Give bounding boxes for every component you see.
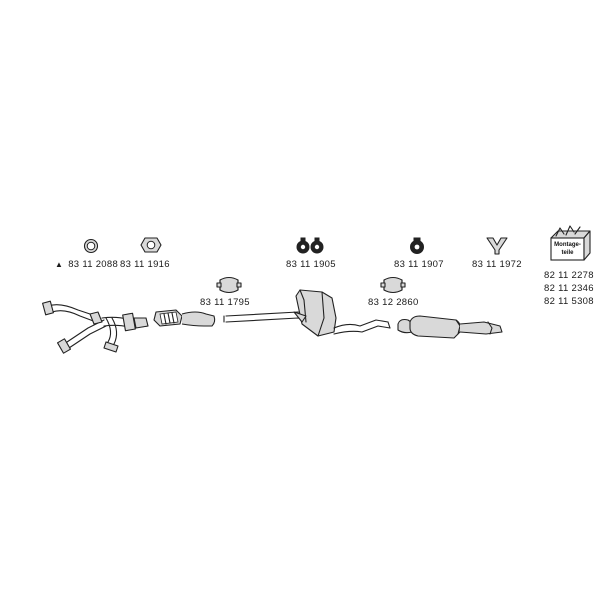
clamp-front-part-number: 83 11 1795: [200, 297, 250, 308]
hanger-single-part-number: 83 11 1907: [394, 259, 444, 270]
clamp-front-icon: [216, 276, 242, 294]
mounting-kit-label-line2: teile: [561, 250, 574, 256]
hanger-pair-part-number: 83 11 1905: [286, 259, 336, 270]
front-pipe-catalyst-icon: [153, 309, 216, 327]
mounting-kit-part-number-1: 82 11 2278: [544, 270, 594, 281]
hanger-pair-icon: [296, 237, 324, 255]
center-muffler-icon: [293, 289, 391, 337]
front-y-pipe-icon: [42, 300, 149, 354]
mounting-kit-part-number-2: 82 11 2346: [544, 283, 594, 294]
bracket-icon: [485, 236, 509, 256]
bracket-part-number: 83 11 1972: [472, 259, 522, 270]
hanger-single-icon: [407, 237, 427, 255]
mounting-kit-part-number-3: 82 11 5308: [544, 296, 594, 307]
gasket-ring-part-number: ▲ 83 11 2088: [55, 259, 118, 270]
mounting-kit-box-icon: Montage- teile: [548, 224, 594, 262]
triangle-gasket-icon: [140, 236, 162, 254]
clamp-rear-icon: [380, 276, 406, 294]
middle-pipe-icon: [223, 311, 307, 323]
warning-triangle-icon: ▲: [55, 260, 64, 269]
rear-muffler-icon: [397, 315, 503, 339]
clamp-rear-part-number: 83 12 2860: [368, 297, 419, 308]
mounting-kit-label-line1: Montage-: [554, 242, 581, 248]
triangle-gasket-part-number: 83 11 1916: [120, 259, 170, 270]
gasket-ring-icon: [83, 238, 99, 254]
gasket-ring-number: 83 11 2088: [68, 259, 119, 270]
